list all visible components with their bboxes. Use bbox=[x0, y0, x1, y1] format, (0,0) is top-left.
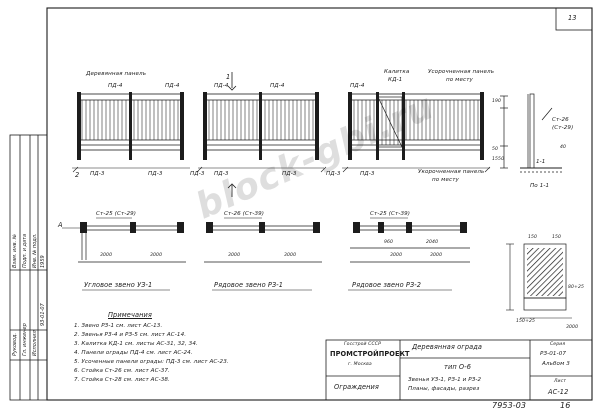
label-wood-panel: Деревянная панель bbox=[86, 71, 147, 77]
strip-label: Инв. № подл. bbox=[32, 233, 38, 269]
note-item: 2. Звенья РЗ-4 и РЗ-5 см. лист АС-14. bbox=[74, 332, 187, 338]
stamp-series: РЗ-01-07 bbox=[540, 351, 567, 357]
bottom-page: 16 bbox=[560, 401, 571, 410]
stamp-org-name: ПРОМСТРОЙПРОЕКТ bbox=[330, 350, 410, 358]
stamp-type: тип О-6 bbox=[444, 363, 471, 371]
title-row-link-2: Рядовое звено РЗ-2 bbox=[352, 281, 422, 289]
stamp-desc: Планы, фасады, разрез bbox=[408, 386, 480, 392]
plan-mark-a: А bbox=[58, 221, 63, 229]
strip-value: 93-01-07 bbox=[40, 303, 46, 326]
label-pd3: ПД-3 bbox=[190, 171, 205, 177]
note-item: 4. Панели ограды ПД-4 см. лист АС-24. bbox=[74, 350, 193, 356]
sheet-number: 13 bbox=[568, 14, 577, 22]
stamp-title: Деревянная ограда bbox=[412, 343, 483, 351]
section-mark: 1-1 bbox=[536, 159, 546, 165]
dim-960: 960 bbox=[384, 240, 394, 245]
strip-label: Исполнил bbox=[32, 330, 38, 356]
label-pd3: ПД-3 bbox=[282, 171, 297, 177]
section-mark-2: 2 bbox=[75, 171, 80, 179]
strip-label: Взам. инв. № bbox=[12, 234, 18, 268]
label-pd3: ПД-3 bbox=[148, 171, 163, 177]
label-pd3: ПД-3 bbox=[326, 171, 341, 177]
section-mark-1: 1 bbox=[226, 73, 231, 81]
dim-3000: 3000 bbox=[390, 253, 403, 258]
stamp-desc: Звенья УЗ-1, РЗ-1 и РЗ-2 bbox=[408, 377, 482, 383]
title-row-link-1: Рядовое звено РЗ-1 bbox=[214, 281, 284, 289]
label-pd4: ПД-4 bbox=[270, 83, 285, 89]
stamp-sheet-label: Лист bbox=[554, 379, 567, 384]
dim-40: 40 bbox=[560, 145, 567, 150]
label-pd4: ПД-4 bbox=[350, 83, 365, 89]
label-pd3: ПД-3 bbox=[360, 171, 375, 177]
notes-title: Примечания bbox=[108, 311, 152, 319]
strip-label: Гл. инженер bbox=[22, 323, 28, 356]
stamp-department: Ограждения bbox=[334, 383, 379, 391]
strip-label: Руковод. bbox=[12, 332, 18, 356]
note-item: 1. Звено РЗ-1 см. лист АС-13. bbox=[74, 323, 163, 329]
detail-dim: 150+25 bbox=[516, 319, 536, 324]
dim-1550: 1550 bbox=[492, 157, 505, 162]
dim-3000: 3000 bbox=[228, 253, 241, 258]
plan-post-label: Ст-25 (Ст-29) bbox=[96, 211, 137, 217]
stamp-album: Альбом 3 bbox=[542, 361, 570, 367]
label-reinforced-panel-sub: по месту bbox=[446, 77, 473, 83]
title-corner-link: Угловое звено УЗ-1 bbox=[84, 281, 153, 289]
dim-3000: 3000 bbox=[430, 253, 443, 258]
dim-3000: 3000 bbox=[284, 253, 297, 258]
label-pd3: ПД-3 bbox=[90, 171, 105, 177]
label-st29: (Ст-29) bbox=[552, 125, 574, 131]
note-item: 7. Стойка Ст-28 см. лист АС-38. bbox=[74, 377, 170, 383]
bottom-code: 7953-03 bbox=[492, 401, 527, 410]
detail-dim: 80+25 bbox=[568, 285, 585, 290]
label-reinforced-panel: Усорочненная панель bbox=[428, 69, 495, 75]
stamp-org: Госстрой СССР bbox=[344, 342, 381, 347]
label-pd4: ПД-4 bbox=[165, 83, 180, 89]
detail-dim: 150 bbox=[528, 235, 538, 240]
note-item: 5. Усоченные панели ограды: ПД-3 см. лис… bbox=[74, 359, 229, 365]
plan-post-label: Ст-26 (Ст-39) bbox=[224, 211, 265, 217]
label-reinforced-panel-2-sub: по месту bbox=[432, 177, 459, 183]
stamp-series-label: Серия bbox=[550, 342, 566, 347]
dim-3000: 3000 bbox=[100, 253, 113, 258]
label-gate: Калитка bbox=[384, 69, 410, 75]
strip-label: Подп. и дата bbox=[22, 233, 28, 268]
dim-3000: 3000 bbox=[150, 253, 163, 258]
dim-50: 50 bbox=[492, 147, 499, 152]
stamp-city: г. Москва bbox=[348, 362, 372, 367]
label-st26: Ст-26 bbox=[552, 117, 569, 123]
label-pd3: ПД-3 bbox=[214, 171, 229, 177]
detail-dim: 150 bbox=[552, 235, 562, 240]
stamp-sheet: АС-12 bbox=[548, 388, 569, 396]
section-title: По 1-1 bbox=[530, 183, 550, 189]
label-pd4: ПД-4 bbox=[214, 83, 229, 89]
strip-value: 1959 bbox=[40, 255, 46, 268]
dim-190: 190 bbox=[492, 99, 502, 104]
note-item: 6. Стойка Ст-26 см. лист АС-37. bbox=[74, 368, 170, 374]
label-reinforced-panel-2: Укорочненная панель bbox=[418, 169, 485, 175]
note-item: 3. Калитка КД-1 см. листы АС-31, 32, 34. bbox=[74, 341, 198, 347]
label-gate-code: КД-1 bbox=[388, 77, 403, 83]
label-pd4: ПД-4 bbox=[108, 83, 123, 89]
plan-post-label: Ст-25 (Ст-39) bbox=[370, 211, 411, 217]
detail-dim: 3000 bbox=[566, 325, 579, 330]
dim-2040: 2040 bbox=[426, 240, 439, 245]
